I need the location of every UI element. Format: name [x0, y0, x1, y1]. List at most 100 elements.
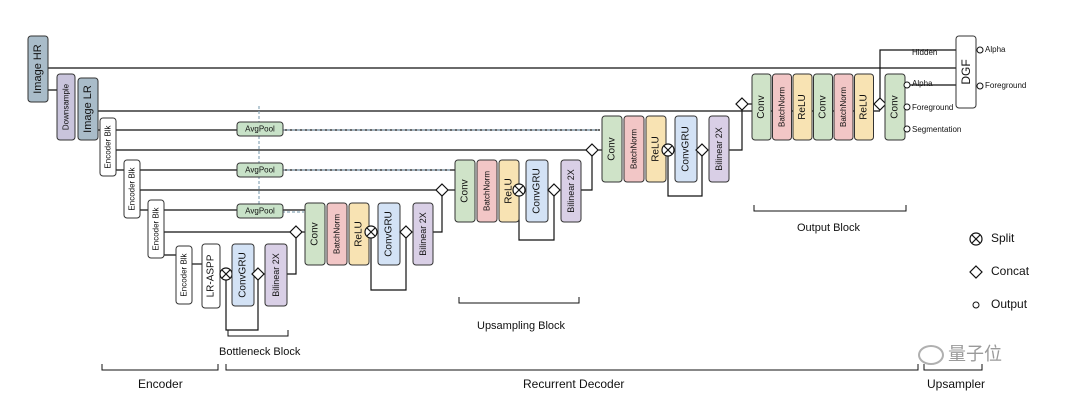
output-layer-5-text: BatchNorm [839, 87, 848, 127]
up1-loop [370, 232, 407, 291]
output-layer-3-text: ReLU [797, 94, 808, 120]
up1-conv-text: Conv [310, 222, 321, 245]
output-layer-4 [813, 73, 833, 141]
up3-loop [667, 150, 703, 197]
up2-batchnorm [476, 159, 498, 223]
output-segmentation-circle [903, 125, 911, 133]
bottleneck-concat [251, 267, 265, 281]
caption-upsampler: Upsampler [927, 377, 986, 391]
dgf-foreground-label: Foreground [985, 81, 1027, 90]
up2-batchnorm-text: BatchNorm [483, 171, 492, 211]
up3-out-concat [735, 97, 749, 111]
dgf-block-text: DGF [959, 59, 973, 84]
bottleneck-out-concat [289, 225, 303, 239]
legend-concat-label: Concat [991, 264, 1030, 278]
output-alpha-circle [903, 81, 911, 89]
up1-out-concat [435, 183, 449, 197]
up2-bilinear-text: Bilinear 2X [566, 169, 576, 213]
watermark: 量子位 [918, 340, 1002, 366]
split-cross-b [663, 145, 673, 155]
avgpool-block-1 [236, 121, 284, 137]
output-segmentation-label: Segmentation [912, 125, 962, 134]
up2-convgru-text: ConvGRU [532, 168, 543, 214]
up2-convgru [525, 159, 549, 223]
up3-out [728, 104, 743, 151]
up2-out [578, 150, 593, 191]
encoder-block-1 [99, 117, 117, 177]
encoder-block-4-text: Encoder Blk [180, 252, 189, 296]
avgpool-block-2 [236, 162, 284, 178]
up3-conv [601, 115, 623, 183]
split-cross-b [514, 185, 524, 195]
bottleneck-convgru-text: ConvGRU [238, 252, 249, 298]
output-alpha-label: Alpha [912, 79, 933, 88]
lr-aspp-block-text: LR-ASPP [206, 254, 217, 297]
image-hr-block [27, 35, 49, 103]
split-cross-b [366, 227, 376, 237]
blocks [27, 35, 984, 309]
up1-batchnorm [326, 202, 348, 266]
up1-bilinear-text: Bilinear 2X [418, 212, 428, 256]
watermark-logo-icon [918, 345, 944, 365]
downsample-block-text: Downsample [62, 83, 71, 130]
up3-batchnorm [623, 115, 645, 183]
output-layer-6-text: ReLU [859, 94, 870, 120]
up2-out-concat [585, 143, 599, 157]
dgf-foreground-circle [976, 82, 984, 90]
up2-conv-text: Conv [460, 179, 471, 202]
output-foreground-label: Foreground [912, 103, 954, 112]
output-layer-4-text: Conv [818, 95, 829, 118]
caption-output-block: Output Block [797, 222, 860, 234]
caption-encoder: Encoder [138, 377, 183, 391]
hidden-label: Hidden [912, 48, 938, 57]
up1-bilinear [412, 202, 434, 266]
up1-concat [399, 225, 413, 239]
up3-conv-text: Conv [607, 137, 618, 160]
bottleneck-loop [225, 274, 259, 331]
up3-batchnorm-text: BatchNorm [630, 129, 639, 169]
output-layer-5 [833, 73, 854, 141]
output-concat [873, 97, 887, 111]
legend-output-icon [972, 301, 980, 309]
output-layer-1-text: Conv [756, 95, 767, 118]
downsample-block [56, 73, 76, 141]
output-brace [753, 205, 907, 212]
stair-4 [163, 232, 176, 256]
avgpool-block-3 [236, 203, 284, 219]
encoder-block-2-text: Encoder Blk [128, 166, 137, 210]
up3-bilinear [708, 115, 730, 183]
upsampler-brace [923, 364, 983, 371]
avgpool-block-3-text: AvgPool [245, 207, 275, 216]
up2-bilinear [560, 159, 582, 223]
output-layer-3 [792, 73, 813, 141]
encoder-brace [101, 364, 219, 371]
caption-bottleneck: Bottleneck Block [219, 346, 301, 358]
up1-out [430, 190, 443, 233]
hidden-line [879, 49, 956, 104]
output-final-conv-text: Conv [890, 95, 901, 118]
upsampling-brace [458, 297, 580, 304]
split-cross-b [971, 234, 981, 244]
bottleneck-brace [227, 330, 289, 337]
avgpool-block-1-text: AvgPool [245, 125, 275, 134]
up1-convgru-text: ConvGRU [384, 211, 395, 257]
up3-concat [695, 143, 709, 157]
encoder-block-3-text: Encoder Blk [152, 206, 161, 250]
up1-batchnorm-text: BatchNorm [333, 214, 342, 254]
up3-relu-text: ReLU [651, 136, 662, 162]
output-layer-2-text: BatchNorm [778, 87, 787, 127]
up3-convgru-text: ConvGRU [681, 126, 692, 172]
up2-relu-text: ReLU [504, 178, 515, 204]
up1-relu-text: ReLU [354, 221, 365, 247]
avgpool-block-2-text: AvgPool [245, 166, 275, 175]
up2-concat [547, 183, 561, 197]
output-layer-6 [854, 73, 874, 141]
bottleneck-bilinear-text: Bilinear 2X [271, 253, 281, 297]
legend-concat-icon [969, 265, 983, 279]
output-layer-2 [772, 73, 792, 141]
caption-upsampling: Upsampling Block [477, 320, 566, 332]
image-hr-block-text: Image HR [32, 44, 44, 94]
up2-conv [454, 159, 476, 223]
encoder-block-2 [123, 159, 141, 219]
